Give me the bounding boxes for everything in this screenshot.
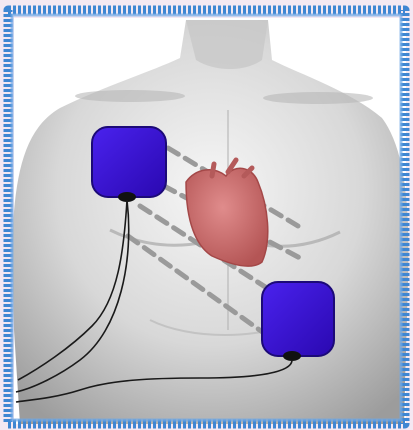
lower-pad-icon bbox=[262, 282, 334, 356]
upper-pad-icon bbox=[92, 127, 166, 197]
collarbone-right bbox=[263, 92, 373, 104]
collarbone-left bbox=[75, 90, 185, 102]
lower-pad-connector bbox=[283, 351, 301, 361]
